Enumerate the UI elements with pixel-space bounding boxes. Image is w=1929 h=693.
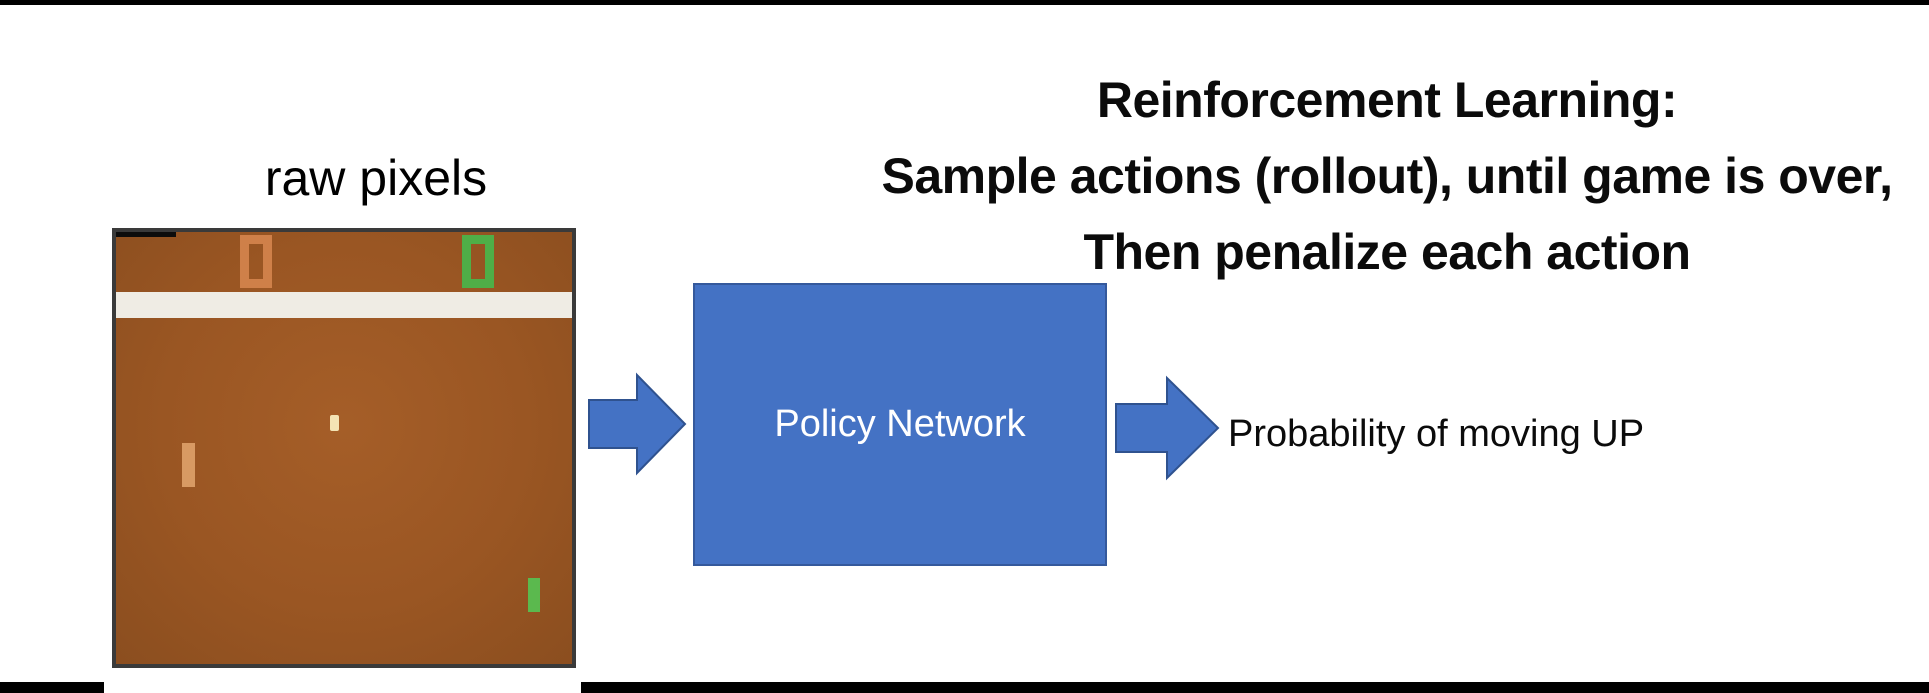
left-paddle [182,443,195,487]
title-line-2: Sample actions (rollout), until game is … [881,148,1893,204]
arrow-right-icon [1115,375,1220,481]
bottom-black-bar [0,682,1929,693]
pong-field [116,232,572,664]
pong-game-screenshot [112,228,576,668]
pong-ball [330,415,339,431]
policy-network-box: Policy Network [693,283,1107,566]
title-line-3: Then penalize each action [1083,224,1691,280]
arrow-right-icon [588,372,687,476]
raw-pixels-caption: raw pixels [264,150,488,206]
right-paddle [528,578,540,612]
frame-corner-tick [116,232,176,237]
title-line-1: Reinforcement Learning: [1096,72,1678,128]
left-player-score-digit [240,235,272,288]
slide-title: Reinforcement Learning: Sample actions (… [817,62,1929,290]
right-player-score-digit [462,235,494,288]
policy-network-label: Policy Network [774,403,1026,445]
top-wall-stripe [116,292,572,318]
probability-output-label: Probability of moving UP [1228,413,1645,455]
top-black-bar [0,0,1929,5]
